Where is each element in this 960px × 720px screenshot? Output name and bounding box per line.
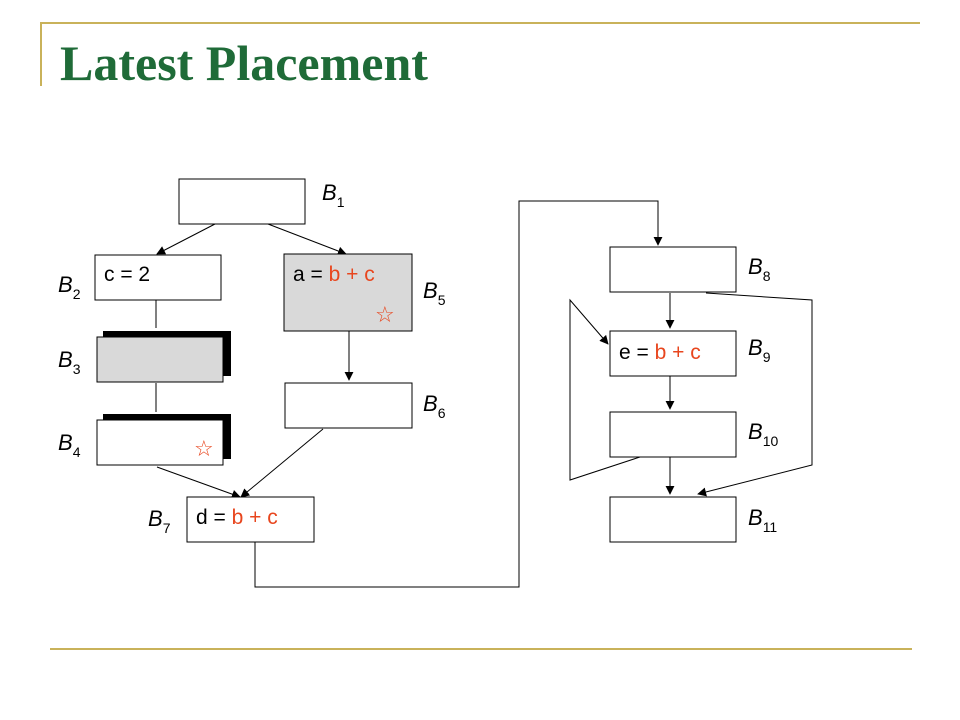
block-b3: B3 — [58, 331, 231, 383]
block-b6-box — [284, 382, 413, 429]
edge-b8-b11 — [697, 292, 813, 497]
edge-b1-b2 — [156, 223, 216, 255]
block-b4-star-icon: ☆ — [194, 437, 214, 462]
block-b3-label: B3 — [58, 347, 81, 377]
block-b4-label: B4 — [58, 430, 81, 460]
block-b1-label: B1 — [322, 180, 345, 210]
block-b11-box — [609, 496, 737, 543]
block-b2-code: c = 2 — [104, 263, 150, 286]
slide-title: Latest Placement — [60, 35, 428, 91]
edge-b7-b8 — [254, 200, 663, 588]
block-b7-code: d = b + c — [196, 506, 278, 529]
block-b10: B10 — [609, 411, 778, 458]
block-b10-label: B10 — [748, 419, 778, 449]
edge-b6-b7 — [240, 428, 324, 498]
block-b8-box — [609, 246, 737, 293]
block-b9: e = b + c B9 — [609, 330, 771, 377]
block-b4: ☆ B4 — [58, 414, 231, 466]
block-b7: d = b + c B7 — [148, 496, 315, 543]
block-b9-label: B9 — [748, 335, 771, 365]
block-b3-box — [96, 336, 224, 383]
block-b10-box — [609, 411, 737, 458]
block-b11-label: B11 — [748, 505, 777, 535]
block-b5: a = b + c ☆ B5 — [283, 253, 446, 332]
block-b2-label: B2 — [58, 272, 81, 302]
top-left-rule-vertical — [40, 22, 42, 86]
block-b9-code: e = b + c — [619, 341, 701, 364]
block-b8: B8 — [609, 246, 771, 293]
edges — [155, 200, 813, 588]
block-b6: B6 — [284, 382, 446, 429]
top-rule — [40, 22, 920, 24]
block-b7-box — [186, 496, 315, 543]
block-b11: B11 — [609, 496, 777, 543]
block-b4-box — [96, 419, 224, 466]
block-b2-box — [94, 254, 222, 301]
block-b1-box — [178, 178, 306, 225]
block-b5-box — [283, 253, 413, 332]
block-b9-box — [609, 330, 737, 377]
block-b5-label: B5 — [423, 278, 446, 308]
block-b5-star-icon: ☆ — [375, 303, 395, 328]
edge-b4-b7 — [156, 466, 241, 499]
block-b8-label: B8 — [748, 254, 771, 284]
edge-b1-b5 — [267, 223, 347, 256]
block-b2: c = 2 B2 — [58, 254, 222, 302]
edge-b10-b9 — [569, 298, 641, 481]
block-b6-label: B6 — [423, 391, 446, 421]
bottom-rule — [50, 648, 912, 650]
block-b5-code: a = b + c — [293, 263, 375, 286]
block-b1: B1 — [178, 178, 345, 225]
block-b7-label: B7 — [148, 506, 171, 536]
